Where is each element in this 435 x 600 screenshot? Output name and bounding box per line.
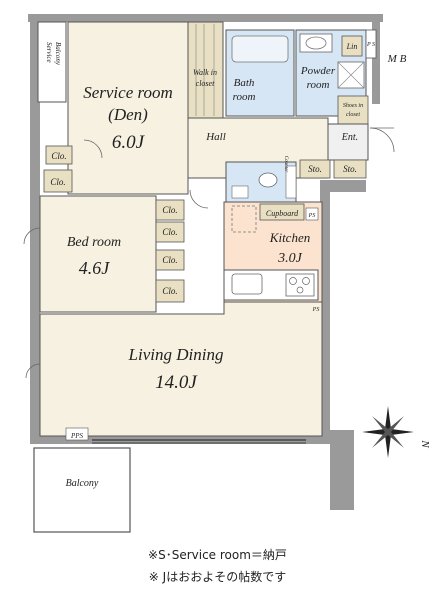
sto-1-label: Sto. xyxy=(308,164,322,174)
clo-bed-3 xyxy=(155,249,185,271)
service-balcony-label-2: Balcony xyxy=(54,42,62,66)
ent-label: Ent. xyxy=(341,132,358,143)
shoes-label-2: closet xyxy=(346,112,360,118)
living-size: 14.0J xyxy=(155,372,198,393)
clo-bed-2 xyxy=(155,221,185,243)
counter-label: Counter xyxy=(283,156,288,172)
toilet-counter xyxy=(285,165,297,199)
ps-kitchen xyxy=(305,207,319,221)
service-room-size: 6.0J xyxy=(112,132,146,153)
balcony xyxy=(33,447,131,533)
walkin-label-1: Walk in xyxy=(193,68,217,77)
linen-closet xyxy=(341,35,363,57)
outer-wall-right xyxy=(320,180,330,444)
mb-wall xyxy=(372,14,380,104)
mb-label: M B xyxy=(387,53,407,65)
hall-label: Hall xyxy=(205,131,226,143)
cupboard-label: Cupboard xyxy=(266,209,299,218)
bed-room xyxy=(39,195,157,313)
living-dining xyxy=(39,301,323,437)
compass-north: N xyxy=(419,439,431,448)
ps-lower-label: PS xyxy=(312,307,320,313)
powder-label-2: room xyxy=(307,79,330,91)
clo-bed-1 xyxy=(155,199,185,221)
service-balcony-label-1: Service xyxy=(45,42,53,63)
entrance-wall xyxy=(326,180,366,192)
service-balcony xyxy=(37,21,67,103)
walkin-label-2: closet xyxy=(196,79,215,88)
hall-door[interactable] xyxy=(189,189,209,209)
clo-bed-4-label: Clo. xyxy=(162,286,177,296)
balcony-label: Balcony xyxy=(66,478,99,489)
cooktop xyxy=(285,273,315,297)
clo-bed-4 xyxy=(155,279,185,303)
service-room-name: Service room xyxy=(83,83,173,102)
clo-left-2-label: Clo. xyxy=(50,177,65,187)
clo-bed-2-label: Clo. xyxy=(162,227,177,237)
cupboard xyxy=(259,203,305,221)
bathtub xyxy=(231,35,289,63)
bath-label-1: Bath xyxy=(234,77,255,89)
bedroom-size: 4.6J xyxy=(79,258,111,278)
ps-upper-label: P S xyxy=(366,42,375,48)
clo-left-1 xyxy=(45,145,73,165)
bedroom-name: Bed room xyxy=(67,235,121,250)
toilet-bowl xyxy=(258,172,278,188)
entrance-door[interactable] xyxy=(369,127,395,153)
sink-small xyxy=(231,185,249,199)
service-door[interactable] xyxy=(83,139,103,159)
compass-icon xyxy=(362,406,414,458)
note-jo-units: ※ Jはおおよその帖数です xyxy=(148,570,287,584)
fridge-space xyxy=(231,205,257,233)
kitchen-size: 3.0J xyxy=(277,251,303,266)
kitchen-name: Kitchen xyxy=(269,230,310,245)
clo-left-2 xyxy=(43,169,73,193)
service-room-sub: (Den) xyxy=(108,105,148,124)
sto-2-label: Sto. xyxy=(343,164,357,174)
right-outdoor xyxy=(330,430,354,510)
shoes-label-1: Shoes in xyxy=(343,103,363,109)
outer-wall-top xyxy=(28,14,383,22)
living-door-left[interactable] xyxy=(25,363,41,379)
shoes-closet xyxy=(337,95,369,125)
clo-bed-3-label: Clo. xyxy=(162,255,177,265)
service-room xyxy=(67,21,189,195)
entrance xyxy=(327,123,369,161)
ps-kitchen-label: PS xyxy=(308,213,316,219)
kitchen-sink xyxy=(231,273,263,295)
clo-bed-1-label: Clo. xyxy=(162,205,177,215)
pps-label: PPS xyxy=(70,432,84,440)
note-service-room: ※S･Service room＝納戸 xyxy=(148,548,287,562)
pps xyxy=(65,427,89,441)
powder-label-1: Powder xyxy=(300,65,336,77)
sto-1 xyxy=(299,159,331,179)
bedroom-door[interactable] xyxy=(23,227,41,245)
lin-label: Lin xyxy=(346,42,358,51)
ps-upper xyxy=(365,29,377,59)
sto-2 xyxy=(333,159,367,179)
living-name: Living Dining xyxy=(128,345,224,364)
clo-left-1-label: Clo. xyxy=(51,151,66,161)
bath-label-2: room xyxy=(233,91,256,103)
